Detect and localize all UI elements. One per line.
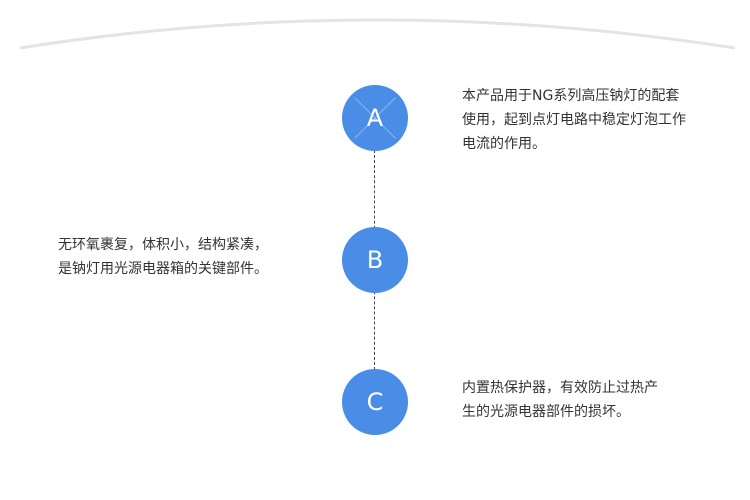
node-letter: B (366, 246, 384, 274)
description-line: 是钠灯用光源电器箱的关键部件。 (58, 261, 268, 277)
description-c: 内置热保护器，有效防止过热产 生的光源电器部件的损坏。 (462, 376, 658, 424)
description-line: 内置热保护器，有效防止过热产 (462, 380, 658, 396)
description-line: 生的光源电器部件的损坏。 (462, 404, 630, 420)
timeline-node-c: C (342, 369, 408, 435)
description-line: 无环氧裹复，体积小，结构紧凑， (58, 237, 268, 253)
timeline-node-a: A (342, 85, 408, 151)
description-a: 本产品用于NG系列高压钠灯的配套 使用，起到点灯电路中稳定灯泡工作 电流的作用。 (462, 84, 686, 156)
header-arc-decoration (0, 0, 750, 50)
node-letter: A (366, 104, 384, 132)
description-line: 使用，起到点灯电路中稳定灯泡工作 (462, 112, 686, 128)
description-b: 无环氧裹复，体积小，结构紧凑， 是钠灯用光源电器箱的关键部件。 (58, 233, 268, 281)
node-letter: C (366, 388, 384, 416)
description-line: 电流的作用。 (462, 136, 546, 152)
timeline-node-b: B (342, 227, 408, 293)
description-line: 本产品用于NG系列高压钠灯的配套 (462, 88, 680, 104)
